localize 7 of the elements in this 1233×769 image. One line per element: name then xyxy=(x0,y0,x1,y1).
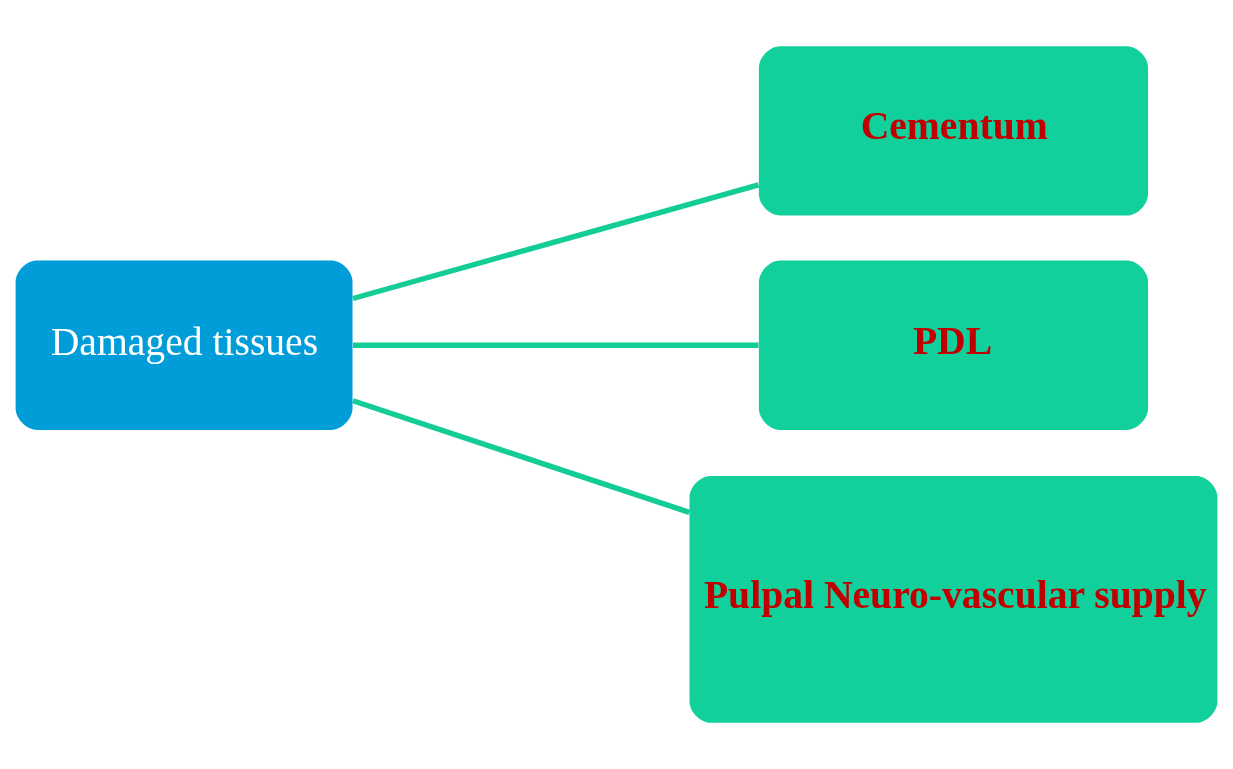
node-box: Damaged tissues xyxy=(15,260,353,430)
connector xyxy=(352,398,691,515)
node-box: Pulpal Neuro-vascular supply xyxy=(689,475,1218,723)
connector xyxy=(352,342,759,348)
connector xyxy=(352,182,760,302)
node-box: PDL xyxy=(758,260,1149,430)
node-box: Cementum xyxy=(758,46,1149,216)
